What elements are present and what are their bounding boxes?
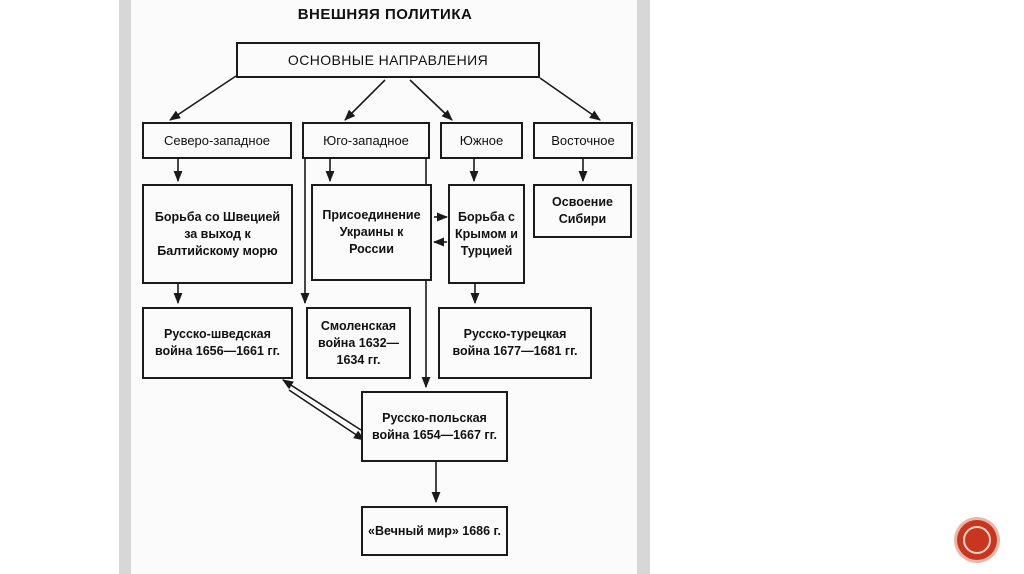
direction-northwest: Северо-западное [142,122,292,159]
main-directions-box: ОСНОВНЫЕ НАПРАВЛЕНИЯ [236,42,540,78]
war-turkish-box: Русско-турецкая война 1677—1681 гг. [438,307,592,379]
goal-ukraine-box: Присоединение Украины к России [311,184,432,281]
goal-crimea-box: Борьба с Крымом и Турцией [448,184,525,284]
nav-ring-icon [963,526,991,554]
war-smolensk-box: Смоленская война 1632—1634 гг. [306,307,411,379]
eternal-peace-box: «Вечный мир» 1686 г. [361,506,508,556]
goal-siberia-box: Освоение Сибири [533,184,632,238]
direction-east: Восточное [533,122,633,159]
slide-nav-button[interactable] [957,520,997,560]
war-swedish-box: Русско-шведская война 1656—1661 гг. [142,307,293,379]
direction-south: Южное [440,122,523,159]
direction-southwest: Юго-западное [302,122,430,159]
goal-baltic-box: Борьба со Швецией за выход к Балтийскому… [142,184,293,284]
war-polish-box: Русско-польская война 1654—1667 гг. [361,391,508,462]
diagram-title: ВНЕШНЯЯ ПОЛИТИКА [297,6,473,23]
diagram-panel [131,0,637,574]
